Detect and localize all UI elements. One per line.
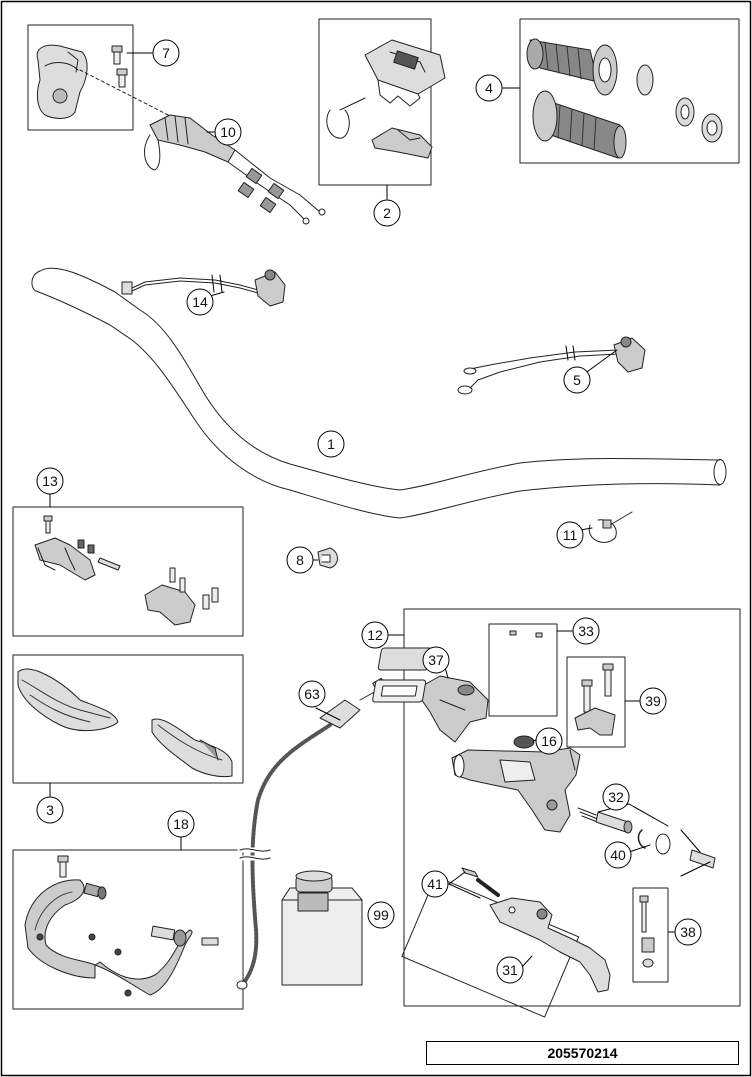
group-box-33	[488, 623, 558, 717]
callout-8: 8	[286, 546, 314, 574]
svg-text:2: 2	[383, 205, 391, 221]
throttle-cover-part	[326, 39, 446, 159]
bolt-38-part	[639, 895, 655, 968]
svg-text:99: 99	[373, 907, 389, 923]
svg-text:39: 39	[645, 693, 661, 709]
group-box-13	[12, 506, 244, 637]
throttle-grip-tube	[144, 114, 326, 225]
callout-14: 14	[186, 288, 214, 316]
svg-text:16: 16	[541, 733, 557, 749]
svg-text:1: 1	[327, 436, 335, 452]
callout-13: 13	[36, 467, 64, 495]
callout-40: 40	[604, 841, 632, 869]
callout-2: 2	[373, 199, 401, 227]
callout-37: 37	[422, 646, 450, 674]
svg-text:40: 40	[610, 847, 626, 863]
callout-5: 5	[563, 366, 591, 394]
svg-text:8: 8	[296, 552, 304, 568]
svg-text:32: 32	[608, 789, 624, 805]
svg-text:63: 63	[304, 686, 320, 702]
wiring-harness-14-part	[121, 269, 286, 307]
callout-38: 38	[674, 918, 702, 946]
group-box-4	[519, 18, 740, 164]
svg-text:33: 33	[578, 623, 594, 639]
svg-text:41: 41	[427, 876, 443, 892]
svg-text:4: 4	[485, 80, 493, 96]
throttle-housing-part	[36, 44, 88, 119]
callout-63: 63	[298, 680, 326, 708]
group-box-39	[566, 656, 626, 748]
callout-11: 11	[556, 521, 584, 549]
group-box-2	[318, 18, 432, 186]
callout-18: 18	[167, 810, 195, 838]
svg-text:31: 31	[502, 962, 518, 978]
clamp-37-part	[414, 675, 489, 743]
svg-text:37: 37	[428, 652, 444, 668]
callout-3: 3	[36, 796, 64, 824]
callout-33: 33	[572, 617, 600, 645]
svg-text:18: 18	[173, 816, 189, 832]
group-box-3	[12, 654, 244, 784]
callout-4: 4	[475, 74, 503, 102]
hand-guard-brackets-18	[24, 855, 219, 997]
svg-text:12: 12	[367, 627, 383, 643]
svg-text:14: 14	[192, 294, 208, 310]
cable-tie-11-part	[588, 511, 633, 543]
group-box-38	[632, 887, 669, 983]
svg-text:11: 11	[563, 527, 578, 543]
callout-1: 1	[317, 430, 345, 458]
svg-text:7: 7	[162, 45, 170, 61]
reservoir-cover-33	[372, 630, 543, 703]
callout-7: 7	[152, 39, 180, 67]
callout-32: 32	[602, 783, 630, 811]
callout-39: 39	[639, 687, 667, 715]
callout-31: 31	[496, 956, 524, 984]
group-box-7	[27, 24, 134, 131]
clip-8-part	[317, 547, 338, 569]
svg-text:3: 3	[46, 802, 54, 818]
brake-fluid-bottle-99	[281, 870, 363, 986]
callout-99: 99	[367, 901, 395, 929]
master-cylinder-body	[451, 747, 581, 833]
clamp-39-part	[574, 663, 616, 736]
group-box-18	[12, 849, 244, 1010]
callout-10: 10	[214, 118, 242, 146]
callout-41: 41	[421, 870, 449, 898]
cap-16-part	[513, 735, 535, 749]
assembly-dash-line	[79, 69, 179, 121]
bolts-7	[111, 45, 128, 88]
handlebar	[31, 267, 727, 519]
hand-guards-3	[17, 668, 233, 778]
callout-12: 12	[361, 621, 389, 649]
handguard-mount-kit-13	[34, 515, 219, 626]
grips-part	[526, 38, 723, 159]
piston-32-part	[577, 807, 716, 869]
pin-41-and-spring	[461, 867, 500, 897]
callout-16: 16	[535, 727, 563, 755]
svg-text:10: 10	[220, 124, 236, 140]
svg-text:13: 13	[42, 473, 58, 489]
svg-text:5: 5	[573, 372, 581, 388]
group-box-12	[403, 608, 741, 1007]
wiring-harness-5-part	[457, 336, 646, 395]
lever-31-part	[489, 897, 611, 993]
leader-lines	[49, 52, 711, 968]
svg-text:38: 38	[680, 924, 696, 940]
diagram-reference-number: 205570214	[426, 1041, 739, 1065]
